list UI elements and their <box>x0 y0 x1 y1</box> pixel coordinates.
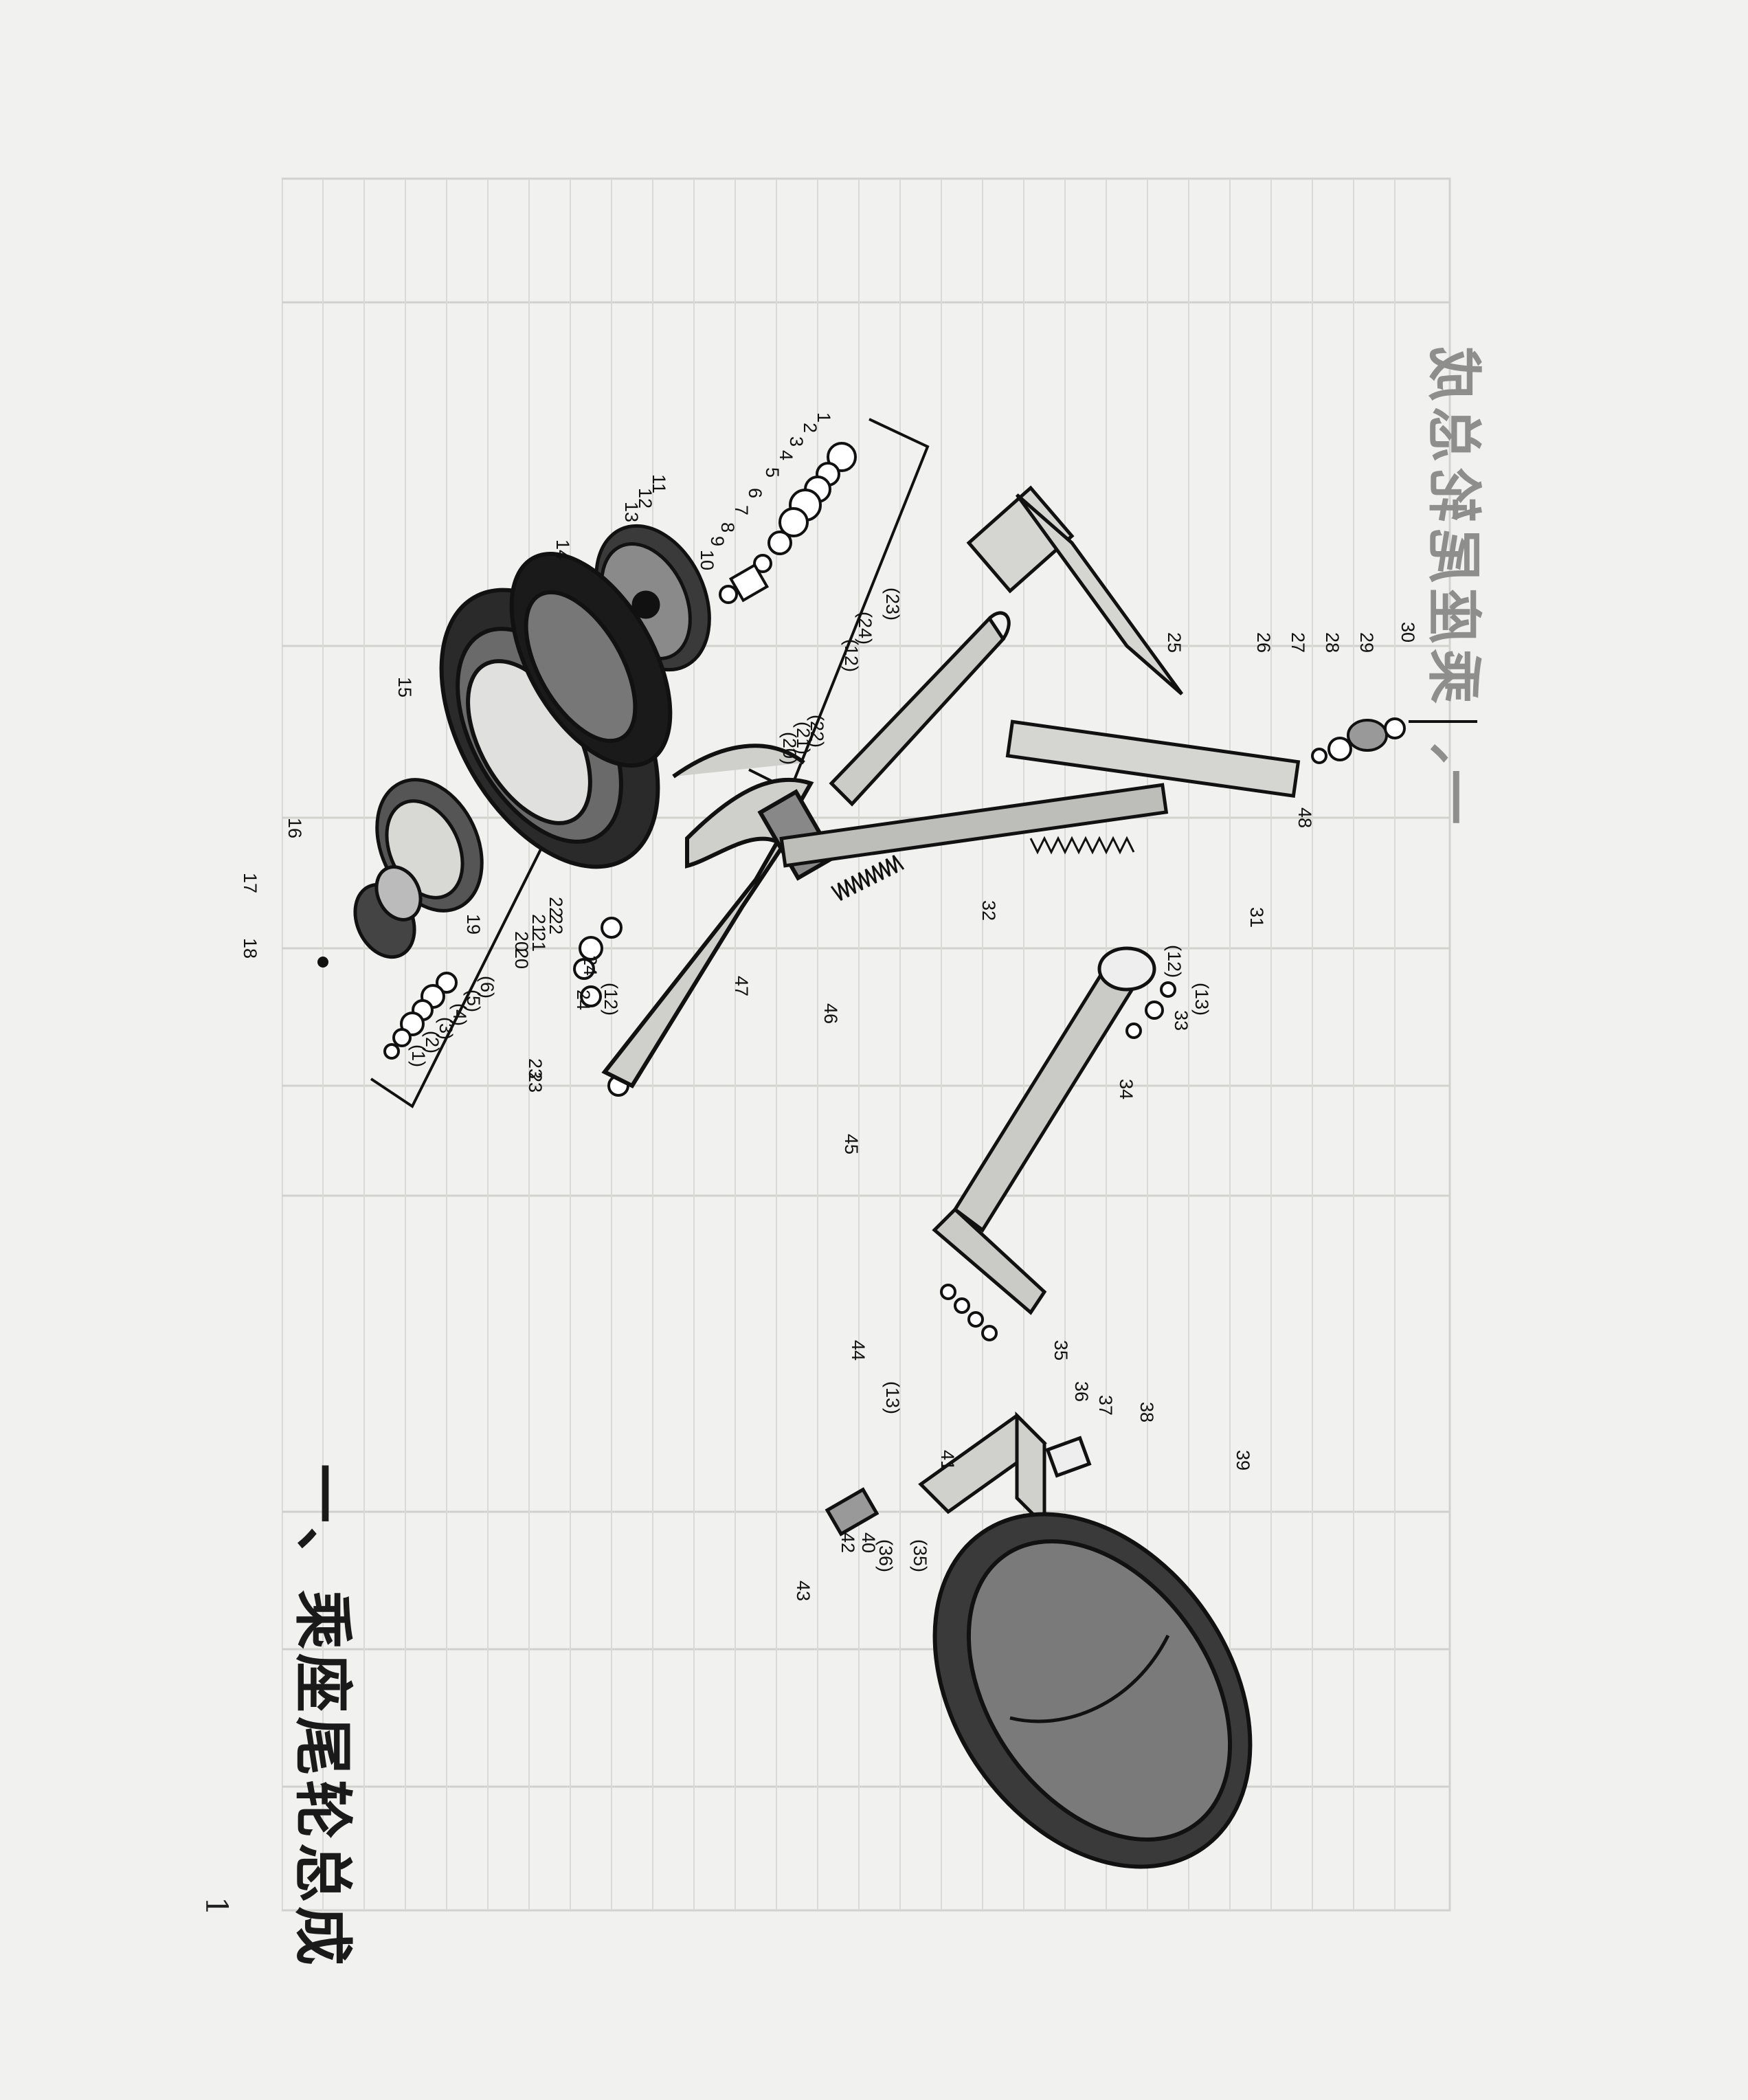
tail-wheel-tire <box>439 552 673 869</box>
callout-4: 4 <box>776 450 796 460</box>
callout-40: 40 <box>858 1532 879 1553</box>
callout-19: 19 <box>463 914 484 935</box>
callout-15: 15 <box>394 677 415 697</box>
callout-47: 47 <box>731 976 752 996</box>
callout-3: 3 <box>786 436 807 447</box>
callout-3b: (3) <box>436 1017 456 1040</box>
callout-5b: (5) <box>463 990 484 1012</box>
callout-31: 31 <box>1246 907 1267 928</box>
callout-13c: (13) <box>882 1381 903 1414</box>
callout-12d: (12) <box>601 983 621 1016</box>
page-number: 1 <box>199 1897 234 1916</box>
callout-6: 6 <box>745 488 765 498</box>
callout-5: 5 <box>762 467 783 478</box>
callout-17: 17 <box>240 873 260 893</box>
callout-21c: 21 <box>528 931 549 952</box>
callout-1: 1 <box>814 412 834 423</box>
callout-12b: (12) <box>1164 945 1185 978</box>
callout-45: 45 <box>841 1134 862 1154</box>
spring <box>830 836 1135 901</box>
callout-14: 14 <box>552 539 573 560</box>
callout-labels: 1 2 3 4 5 6 7 8 9 10 11 12 13 14 15 16 1… <box>240 412 1418 1601</box>
hub-17 <box>353 865 423 959</box>
callout-36: 36 <box>1071 1381 1092 1402</box>
callout-13: 13 <box>621 502 642 522</box>
callout-12: 12 <box>635 488 656 509</box>
callout-39: 39 <box>1233 1450 1253 1471</box>
callout-42: 42 <box>838 1532 858 1553</box>
callout-27: 27 <box>1288 632 1308 653</box>
mounting-bracket <box>966 485 1301 798</box>
callout-16: 16 <box>284 818 305 838</box>
callout-33: 33 <box>1171 1010 1191 1031</box>
callout-18: 18 <box>240 938 260 959</box>
callout-7: 7 <box>731 505 752 515</box>
callout-1b: (1) <box>408 1045 429 1067</box>
callout-29: 29 <box>1356 632 1377 653</box>
callout-20c: 20 <box>511 948 532 969</box>
seat-pan <box>932 1512 1253 1869</box>
callout-38: 38 <box>1136 1402 1157 1422</box>
callout-21b: (21) <box>793 722 814 755</box>
callout-12c: (12) <box>841 639 862 672</box>
callout-10: 10 <box>697 550 717 570</box>
callout-41: 41 <box>937 1450 958 1471</box>
callout-22c: 22 <box>546 914 566 935</box>
callout-26: 26 <box>1253 632 1274 653</box>
callout-2: 2 <box>800 423 820 433</box>
callout-32: 32 <box>978 900 999 921</box>
callout-8: 8 <box>717 522 738 533</box>
callout-30: 30 <box>1398 622 1418 643</box>
callout-23c: 23 <box>525 1072 546 1093</box>
callout-34: 34 <box>1116 1079 1136 1099</box>
hub-small-parts <box>719 442 857 604</box>
callout-35: 35 <box>1051 1340 1071 1361</box>
callout-22b: (22) <box>807 715 827 748</box>
callout-22: 22 <box>546 897 566 917</box>
callout-44: 44 <box>848 1340 869 1361</box>
callout-9: 9 <box>707 536 728 546</box>
seat-support <box>825 1411 1092 1537</box>
callout-23b: (23) <box>882 588 903 621</box>
callout-48: 48 <box>1295 807 1315 828</box>
callout-23: 23 <box>525 1058 546 1079</box>
callout-20b: (20) <box>779 732 800 765</box>
callout-21: 21 <box>528 914 549 935</box>
callout-28: 28 <box>1322 632 1343 653</box>
swing-arm <box>829 611 1011 807</box>
callout-24c: 24 <box>573 990 594 1010</box>
callout-37: 37 <box>1095 1395 1116 1416</box>
page-title: 一、乘座尾轮总成 <box>288 1464 357 1969</box>
callout-11: 11 <box>649 474 669 493</box>
callout-2b: (2) <box>422 1031 442 1053</box>
callout-13b: (13) <box>1191 983 1212 1016</box>
callout-4b: (4) <box>449 1003 470 1026</box>
fork-stem <box>779 783 1169 868</box>
callout-24b: (24) <box>855 612 875 645</box>
seat-arm <box>932 946 1156 1315</box>
callout-25: 25 <box>1164 632 1185 653</box>
callout-43: 43 <box>793 1580 814 1601</box>
callout-20: 20 <box>511 931 532 952</box>
callout-36b: (36) <box>875 1539 896 1572</box>
callout-46: 46 <box>820 1003 841 1024</box>
callout-6b: (6) <box>477 976 497 998</box>
callout-24: 24 <box>580 955 601 976</box>
callout-35b: (35) <box>910 1539 930 1572</box>
